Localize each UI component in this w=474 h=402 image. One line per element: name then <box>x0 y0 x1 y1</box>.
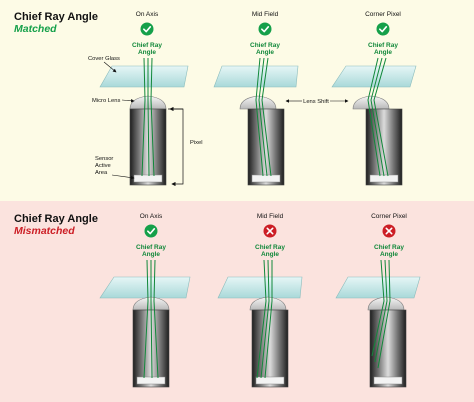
column-label-mid-field: Mid Field <box>252 11 279 18</box>
matched-panel-title: Chief Ray Angle <box>14 11 98 23</box>
pixel-well <box>247 108 285 186</box>
callouts: Cover Glass Micro Lens Sensor Active Are… <box>88 56 349 187</box>
matched-corner-pixel-figure <box>331 57 417 186</box>
chief-ray-angle-label: Angle <box>142 251 160 258</box>
pixel-well <box>251 309 289 388</box>
column-label-on-axis: On Axis <box>140 213 163 220</box>
chief-ray-angle-label: Angle <box>261 251 279 258</box>
mismatched-mid-field-figure <box>217 259 303 388</box>
sensor-active-area <box>251 174 281 183</box>
mismatched-panel-subtitle: Mismatched <box>14 225 75 237</box>
micro-lens <box>239 95 277 110</box>
chief-ray-angle-label: Chief Ray <box>374 244 404 251</box>
column-label-corner-pixel: Corner Pixel <box>365 11 401 18</box>
cover-glass <box>217 276 303 299</box>
chief-rays <box>371 259 391 369</box>
sensor-active-area-label: Active <box>95 163 111 169</box>
column-label-mid-field: Mid Field <box>257 213 284 220</box>
sensor-active-area <box>373 376 403 385</box>
pixel-well <box>369 309 407 388</box>
mismatched-corner-pixel-figure <box>335 259 421 388</box>
matched-mid-field-figure <box>213 57 299 186</box>
chief-rays <box>256 259 273 379</box>
check-icon <box>376 22 390 36</box>
chief-rays <box>143 259 159 379</box>
matched-panel-subtitle: Matched <box>14 23 57 35</box>
cover-glass <box>213 65 299 88</box>
chief-rays <box>141 57 155 177</box>
cover-glass-label: Cover Glass <box>88 56 120 62</box>
chief-ray-angle-label: Chief Ray <box>136 244 166 251</box>
matched-panel-background <box>0 0 474 201</box>
mismatched-panel-title: Chief Ray Angle <box>14 213 98 225</box>
chief-ray-angle-label: Angle <box>256 49 274 56</box>
chief-ray-angle-label: Angle <box>374 49 392 56</box>
chief-ray-angle-label: Chief Ray <box>250 42 280 49</box>
matched-column-headers: On Axis Mid Field Corner Pixel Chief Ray… <box>132 11 401 56</box>
mismatched-column-headers: On Axis Mid Field Corner Pixel Chief Ray… <box>136 213 407 258</box>
sensor-active-area <box>369 174 399 183</box>
lens-shift-label: Lens Shift <box>303 99 329 105</box>
chief-ray-angle-label: Chief Ray <box>255 244 285 251</box>
chief-ray-angle-label: Chief Ray <box>132 42 162 49</box>
column-label-on-axis: On Axis <box>136 11 159 18</box>
sensor-active-area-label: Area <box>95 170 108 176</box>
sensor-active-area <box>255 376 285 385</box>
pixel-well <box>365 108 403 186</box>
sensor-active-area <box>133 174 163 183</box>
check-icon <box>258 22 272 36</box>
sensor-active-area <box>136 376 166 385</box>
chief-ray-angle-label: Angle <box>380 251 398 258</box>
micro-lens-label: Micro Lens <box>92 98 120 104</box>
matched-on-axis-figure <box>99 57 189 186</box>
cross-icon <box>263 224 277 238</box>
cross-icon <box>382 224 396 238</box>
sensor-active-area-label: Sensor <box>95 156 113 162</box>
chief-ray-angle-label: Chief Ray <box>368 42 398 49</box>
check-icon <box>140 22 154 36</box>
pixel-label: Pixel <box>190 140 203 146</box>
chief-rays <box>255 57 272 177</box>
mismatched-on-axis-figure <box>99 259 191 388</box>
column-label-corner-pixel: Corner Pixel <box>371 213 407 220</box>
cover-glass <box>99 276 191 299</box>
chief-rays <box>367 57 389 177</box>
check-icon <box>144 224 158 238</box>
micro-lens <box>249 296 287 311</box>
chief-ray-angle-label: Angle <box>138 49 156 56</box>
cover-glass <box>335 276 421 299</box>
